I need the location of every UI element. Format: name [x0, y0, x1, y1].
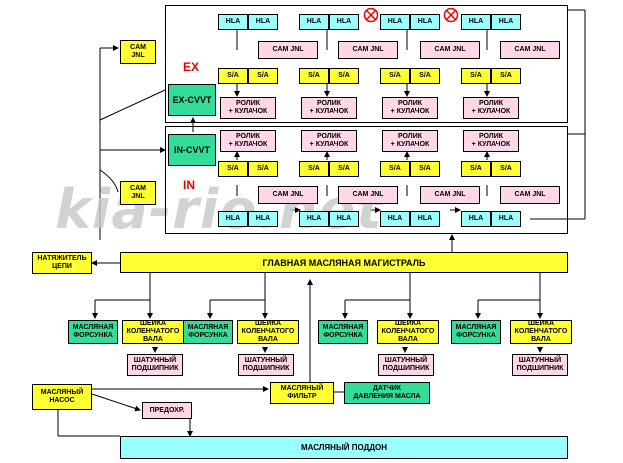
roller-cam-in-2: РОЛИК + КУЛАЧОК — [301, 130, 357, 152]
sa-ex-3: S/A — [299, 68, 329, 84]
cam-jnl-ex-4: CAM JNL — [500, 41, 560, 59]
roller-cam-ex-1: РОЛИК + КУЛАЧОК — [220, 97, 276, 119]
hla-in-8: HLA — [491, 211, 521, 227]
cam-jnl-in-3: CAM JNL — [420, 186, 480, 204]
hla-ex-1: HLA — [218, 14, 248, 30]
roller-cam-in-3: РОЛИК + КУЛАЧОК — [382, 130, 438, 152]
main-oil-gallery: ГЛАВНАЯ МАСЛЯНАЯ МАГИСТРАЛЬ — [120, 252, 568, 273]
sa-in-3: S/A — [299, 161, 329, 177]
crank-journal-4: ШЕЙКА КОЛЕНЧАТОГО ВАЛА — [510, 320, 572, 344]
cam-jnl-ex-3: CAM JNL — [420, 41, 480, 59]
cam-jnl-in-2: CAM JNL — [338, 186, 398, 204]
sa-in-2: S/A — [248, 161, 278, 177]
intake-head-frame — [165, 126, 568, 234]
conrod-bearing-3: ШАТУННЫЙ ПОДШИПНИК — [378, 354, 434, 376]
roller-cam-ex-4: РОЛИК + КУЛАЧОК — [463, 97, 519, 119]
hla-ex-4: HLA — [329, 14, 359, 30]
hla-ex-6: HLA — [410, 14, 440, 30]
hla-in-3: HLA — [299, 211, 329, 227]
sa-in-8: S/A — [491, 161, 521, 177]
cam-jnl-in-1: CAM JNL — [258, 186, 318, 204]
watermark: kia-rio.net — [55, 178, 383, 241]
oil-nozzle-4: МАСЛЯНАЯ ФОРСУНКА — [451, 320, 501, 344]
conrod-bearing-1: ШАТУННЫЙ ПОДШИПНИК — [127, 354, 183, 376]
hla-in-5: HLA — [380, 211, 410, 227]
conrod-bearing-4: ШАТУННЫЙ ПОДШИПНИК — [512, 354, 568, 376]
oil-filter: МАСЛЯНЫЙ ФИЛЬТР — [270, 382, 334, 404]
roller-cam-ex-3: РОЛИК + КУЛАЧОК — [382, 97, 438, 119]
oil-nozzle-1: МАСЛЯНАЯ ФОРСУНКА — [68, 320, 118, 344]
cam-jnl-ex-1: CAM JNL — [258, 41, 318, 59]
sa-ex-4: S/A — [329, 68, 359, 84]
hla-in-2: HLA — [248, 211, 278, 227]
hla-ex-8: HLA — [491, 14, 521, 30]
cam-jnl-left-top: CAM JNL — [120, 40, 156, 64]
ex-cvvt: EX-CVVT — [168, 84, 216, 116]
roller-cam-in-1: РОЛИК + КУЛАЧОК — [220, 130, 276, 152]
sa-ex-1: S/A — [218, 68, 248, 84]
crank-journal-1: ШЕЙКА КОЛЕНЧАТОГО ВАЛА — [122, 320, 184, 344]
oil-pan: МАСЛЯНЫЙ ПОДДОН — [120, 436, 568, 459]
oil-nozzle-2: МАСЛЯНАЯ ФОРСУНКА — [183, 320, 233, 344]
chain-tensioner: НАТЯЖИТЕЛЬ ЦЕПИ — [32, 252, 92, 274]
hla-in-7: HLA — [461, 211, 491, 227]
hla-in-1: HLA — [218, 211, 248, 227]
sa-in-1: S/A — [218, 161, 248, 177]
in-cvvt: IN-CVVT — [168, 134, 216, 166]
sa-ex-7: S/A — [461, 68, 491, 84]
cam-jnl-in-4: CAM JNL — [500, 186, 560, 204]
hla-ex-3: HLA — [299, 14, 329, 30]
sa-ex-5: S/A — [380, 68, 410, 84]
hla-ex-7: HLA — [461, 14, 491, 30]
sa-ex-8: S/A — [491, 68, 521, 84]
sa-ex-2: S/A — [248, 68, 278, 84]
sa-in-6: S/A — [410, 161, 440, 177]
crank-journal-3: ШЕЙКА КОЛЕНЧАТОГО ВАЛА — [377, 320, 439, 344]
cam-jnl-ex-2: CAM JNL — [338, 41, 398, 59]
sa-ex-6: S/A — [410, 68, 440, 84]
oil-pump: МАСЛЯНЫЙ НАСОС — [32, 384, 92, 410]
in-label: IN — [183, 178, 195, 192]
hla-in-6: HLA — [410, 211, 440, 227]
crank-journal-2: ШЕЙКА КОЛЕНЧАТОГО ВАЛА — [237, 320, 299, 344]
roller-cam-ex-2: РОЛИК + КУЛАЧОК — [301, 97, 357, 119]
sa-in-5: S/A — [380, 161, 410, 177]
oil-pressure-sensor: ДАТЧИК ДАВЛЕНИЯ МАСЛА — [344, 382, 430, 404]
sa-in-4: S/A — [329, 161, 359, 177]
exhaust-head-frame — [165, 5, 568, 123]
roller-cam-in-4: РОЛИК + КУЛАЧОК — [463, 130, 519, 152]
conrod-bearing-2: ШАТУННЫЙ ПОДШИПНИК — [238, 354, 294, 376]
cam-jnl-left-bottom: CAM JNL — [120, 181, 156, 205]
sa-in-7: S/A — [461, 161, 491, 177]
crossed-circle-icon — [363, 7, 379, 23]
crossed-circle-icon — [443, 7, 459, 23]
relief-valve: ПРЕДОХР. — [142, 402, 192, 419]
hla-ex-2: HLA — [248, 14, 278, 30]
hla-ex-5: HLA — [380, 14, 410, 30]
oil-nozzle-3: МАСЛЯНАЯ ФОРСУНКА — [318, 320, 368, 344]
ex-label: EX — [183, 60, 200, 74]
hla-in-4: HLA — [329, 211, 359, 227]
